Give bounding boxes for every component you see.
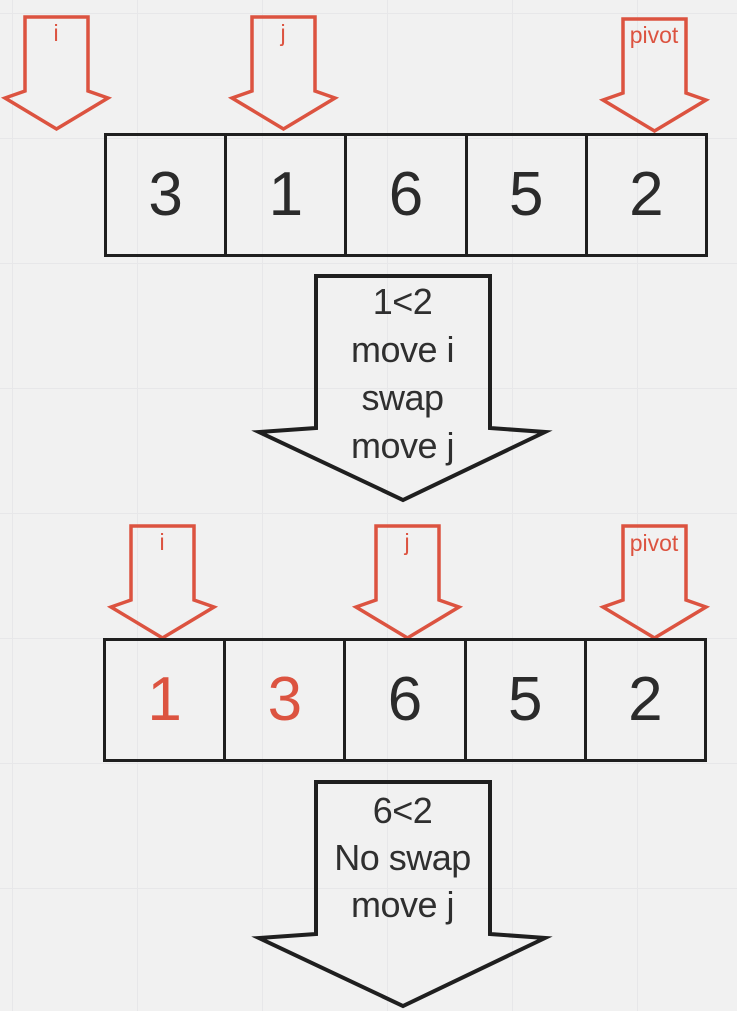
- transition-step2-line-0: 6<2: [372, 790, 433, 831]
- step2-cell-1: 3: [223, 641, 343, 759]
- transition-step2-line-1: No swap: [334, 837, 471, 878]
- transition-step1-line-3: move j: [350, 425, 455, 466]
- step2-cell-0: 1: [106, 641, 223, 759]
- pointer-arrow-pivot-step1: [601, 17, 708, 133]
- transition-text-step1: 1<2 move i swap move j: [259, 278, 546, 470]
- array-step1: 3 1 6 5 2: [104, 133, 708, 257]
- step1-cell-value-4: 2: [629, 160, 664, 229]
- transition-text-step2: 6<2 No swap move j: [259, 787, 546, 928]
- step2-cell-value-2: 6: [387, 665, 423, 734]
- pointer-arrow-pivot-step2: [601, 524, 708, 640]
- step1-cell-1: 1: [224, 136, 344, 254]
- step2-cell-value-1: 3: [267, 665, 303, 734]
- array-step2: 1 3 6 5 2: [103, 638, 707, 762]
- transition-step2-line-2: move j: [350, 884, 455, 925]
- step2-cell-2: 6: [343, 641, 463, 759]
- transition-step1-line-0: 1<2: [372, 281, 433, 322]
- transition-step1-line-1: move i: [350, 329, 455, 370]
- step2-cell-value-0: 1: [147, 665, 182, 734]
- step1-cell-value-0: 3: [148, 160, 183, 229]
- pointer-arrow-i-step2: [109, 524, 216, 640]
- step2-cell-value-4: 2: [628, 665, 663, 734]
- step1-cell-4: 2: [584, 136, 705, 254]
- step1-cell-0: 3: [107, 136, 224, 254]
- pointer-arrow-i-step1: [3, 15, 110, 131]
- step1-cell-value-1: 1: [268, 160, 304, 229]
- step2-cell-3: 5: [463, 641, 584, 759]
- step1-cell-value-2: 6: [388, 160, 424, 229]
- pointer-arrow-j-step2: [354, 524, 461, 640]
- step2-cell-value-3: 5: [507, 665, 543, 734]
- pointer-arrow-j-step1: [230, 15, 337, 131]
- step1-cell-value-3: 5: [508, 160, 544, 229]
- step1-cell-3: 5: [464, 136, 585, 254]
- step2-cell-4: 2: [583, 641, 704, 759]
- transition-step1-line-2: swap: [361, 377, 444, 418]
- step1-cell-2: 6: [344, 136, 464, 254]
